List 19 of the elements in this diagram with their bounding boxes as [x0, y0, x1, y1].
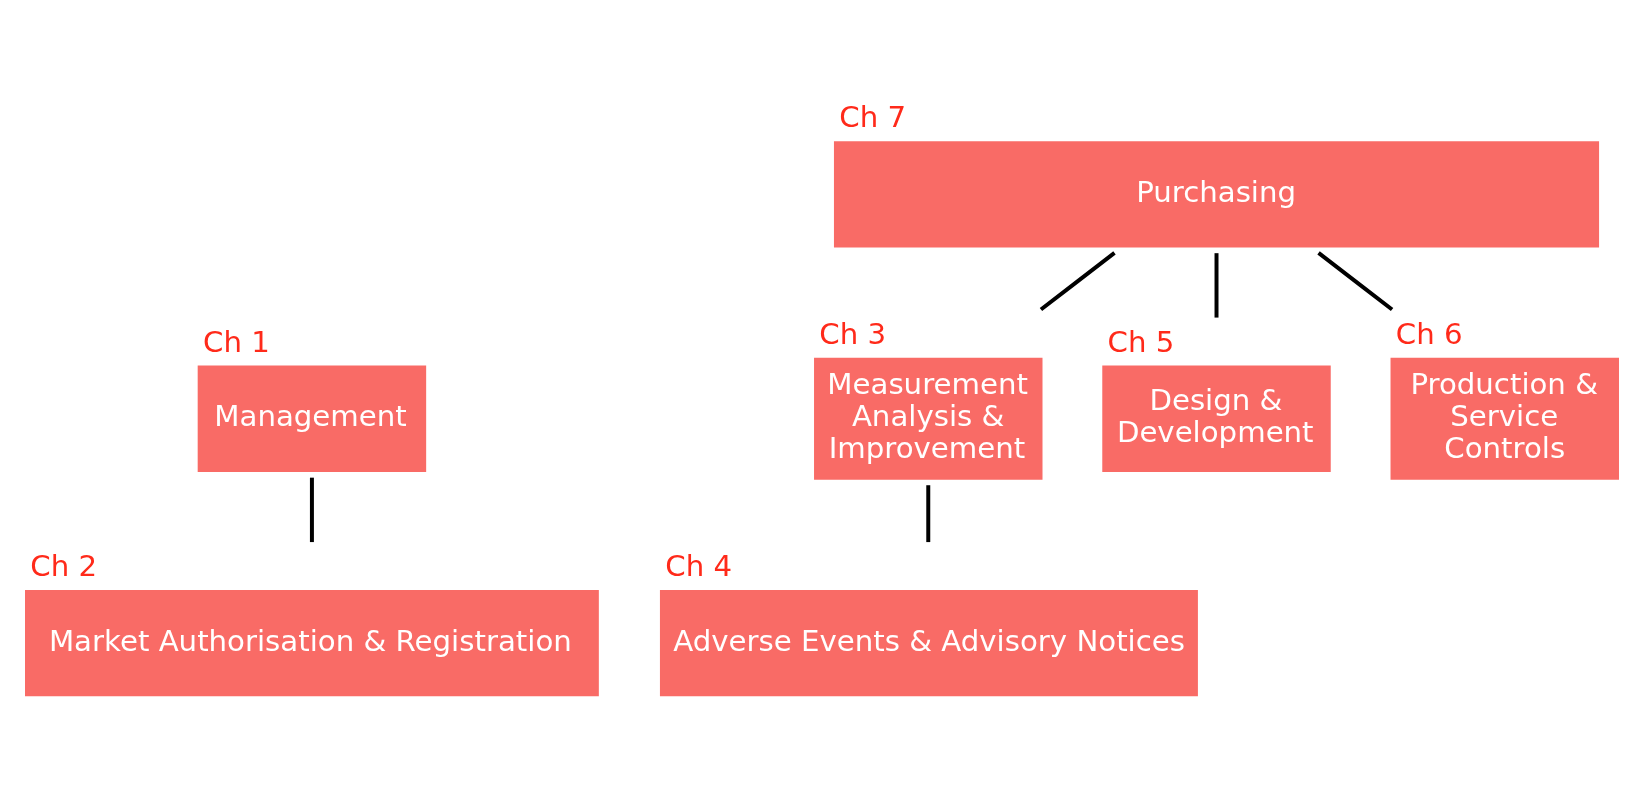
node-label: Ch 3: [819, 316, 887, 351]
node-box: Market Authorisation & Registration: [25, 589, 599, 696]
connector: [1317, 250, 1394, 311]
node-box: Adverse Events & Advisory Notices: [659, 589, 1198, 696]
node-label: Ch 7: [839, 99, 907, 134]
node-box: Measurement Analysis & Improvement: [814, 357, 1043, 480]
connector: [926, 484, 931, 542]
node-label: Ch 1: [203, 324, 270, 359]
node-label: Ch 5: [1107, 324, 1175, 359]
node-box: Management: [197, 365, 427, 472]
node-label: Ch 6: [1395, 316, 1463, 351]
connector: [1214, 252, 1219, 318]
node-label: Ch 2: [30, 548, 98, 583]
node-label: Ch 4: [665, 548, 733, 583]
connector: [309, 477, 314, 542]
node-box: Production & Service Controls: [1390, 357, 1619, 480]
connector: [1039, 250, 1116, 311]
node-box: Design & Development: [1102, 365, 1331, 472]
node-box: Purchasing: [833, 140, 1600, 247]
